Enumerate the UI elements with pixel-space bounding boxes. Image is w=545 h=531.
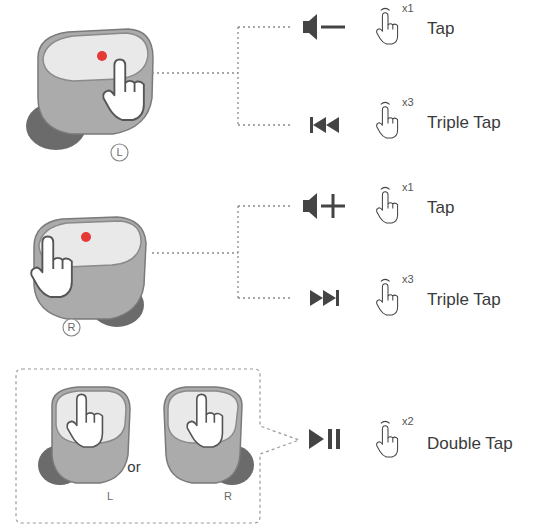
side-marker-circle: L — [110, 143, 129, 162]
side-letter: L — [107, 491, 113, 502]
tap-count: x3 — [402, 97, 414, 108]
right-earbud-front — [164, 387, 254, 485]
right-earbud — [31, 217, 146, 327]
left-earbud — [26, 29, 153, 150]
left-earbud-front — [38, 387, 130, 485]
previous-track-icon — [310, 117, 339, 133]
side-marker-circle: R — [62, 318, 81, 337]
next-track-icon — [310, 290, 339, 306]
leader-lines — [152, 27, 292, 298]
tap-hand-icons — [377, 8, 398, 457]
tap-count: x1 — [402, 182, 414, 193]
tap-count: x3 — [402, 274, 414, 285]
volume-up-icon — [303, 193, 345, 219]
tap-count: x1 — [402, 3, 414, 14]
gesture-name: Triple Tap — [427, 291, 501, 308]
double-tap-callout-box: orL R — [15, 368, 305, 525]
play-pause-icon — [309, 429, 340, 449]
gesture-name: Tap — [427, 199, 454, 216]
tap-count: x2 — [402, 416, 414, 427]
side-letter: R — [68, 322, 76, 333]
volume-down-icon — [303, 14, 345, 40]
or-text: or — [127, 459, 140, 474]
side-letter: R — [224, 491, 232, 502]
side-letter: L — [116, 147, 122, 158]
gesture-name: Double Tap — [427, 435, 513, 452]
gesture-name: Tap — [427, 20, 454, 37]
dashed-callout-outline — [15, 368, 305, 525]
gesture-name: Triple Tap — [427, 114, 501, 131]
